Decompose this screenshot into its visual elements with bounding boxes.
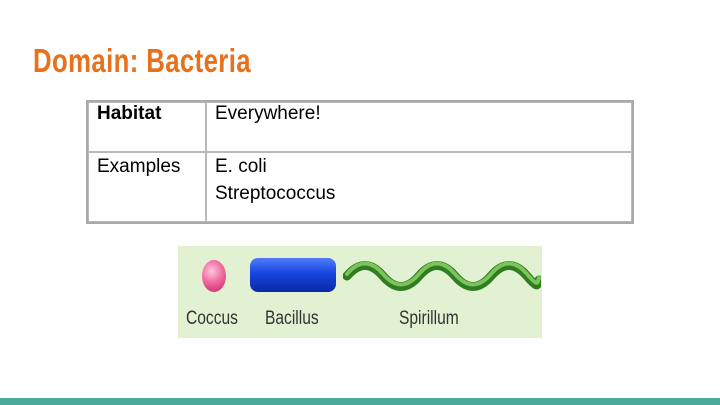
examples-label: Examples (88, 152, 206, 222)
habitat-value-text: Everywhere! (215, 103, 321, 124)
example-ecoli: E. coli (215, 156, 267, 177)
info-table: Habitat Everywhere! Examples E. coli Str… (86, 100, 634, 224)
coccus-label: Coccus (186, 308, 238, 329)
table-row-examples: Examples E. coli Streptococcus (88, 152, 632, 222)
slide-title: Domain: Bacteria (33, 42, 251, 79)
bacillus-illustration (250, 258, 336, 292)
spirillum-illustration (343, 261, 541, 291)
habitat-value: Everywhere! (206, 102, 632, 152)
habitat-label: Habitat (88, 102, 206, 152)
example-streptococcus: Streptococcus (215, 183, 336, 204)
spirillum-label: Spirillum (399, 308, 459, 329)
bacillus-label: Bacillus (265, 308, 319, 329)
footer-accent-bar (0, 398, 720, 405)
bacteria-shapes-figure: Coccus Bacillus Spirillum (178, 246, 542, 338)
coccus-illustration (202, 260, 226, 292)
table-row-habitat: Habitat Everywhere! (88, 102, 632, 152)
examples-value: E. coli Streptococcus (206, 152, 632, 222)
